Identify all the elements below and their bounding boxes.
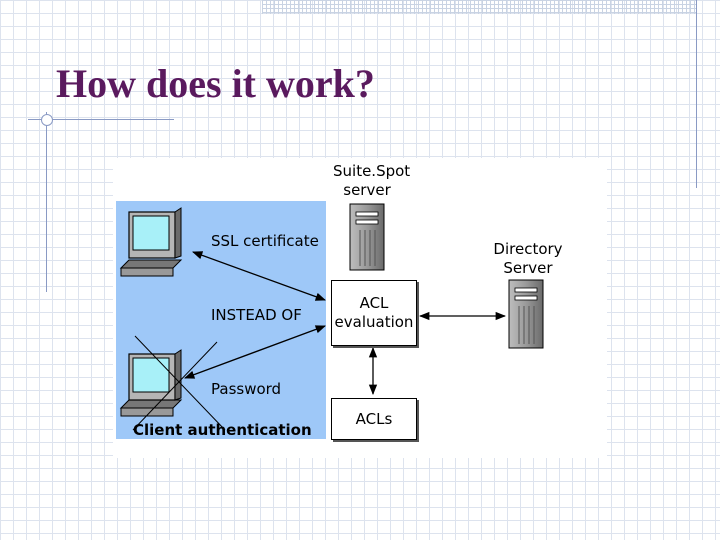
instead-of-label: INSTEAD OF [211, 306, 302, 324]
authentication-diagram: ACL evaluation ACLs Suite.Spot server Di… [113, 158, 607, 458]
password-label: Password [211, 380, 282, 398]
top-decorative-band [262, 0, 696, 14]
diagram-graphics [119, 203, 544, 431]
directory-server-label-line2: Server [503, 259, 553, 277]
suitespot-server-label: Suite.Spot server [333, 162, 411, 200]
title-underline [28, 119, 174, 120]
left-divider-line [46, 112, 47, 292]
acls-label: ACLs [355, 409, 393, 428]
page-title: How does it work? [56, 61, 375, 106]
password-arrow [184, 325, 326, 379]
suitespot-server-icon [349, 203, 385, 271]
directory-server-label-line1: Directory [493, 240, 563, 258]
acl-evaluation-box: ACL evaluation [331, 280, 417, 346]
directory-server-icon [508, 279, 544, 349]
acls-box: ACLs [331, 398, 417, 440]
client-authentication-label: Client authentication [133, 421, 312, 439]
client-computer-icon-bottom [119, 349, 183, 417]
strike-line-1 [134, 335, 226, 431]
acl-evaluation-label-line1: ACL [359, 294, 389, 312]
client-computer-icon-top [119, 207, 183, 277]
divider-circle-icon [41, 114, 53, 126]
strike-line-2 [132, 341, 218, 431]
right-divider-line [696, 0, 697, 188]
suitespot-server-label-line1: Suite.Spot [333, 162, 411, 180]
ssl-certificate-label: SSL certificate [211, 232, 319, 250]
acl-evaluation-label-line2: evaluation [334, 313, 414, 331]
ssl-arrow [192, 251, 326, 301]
directory-server-label: Directory Server [483, 240, 573, 278]
suitespot-server-label-line2: server [343, 181, 391, 199]
